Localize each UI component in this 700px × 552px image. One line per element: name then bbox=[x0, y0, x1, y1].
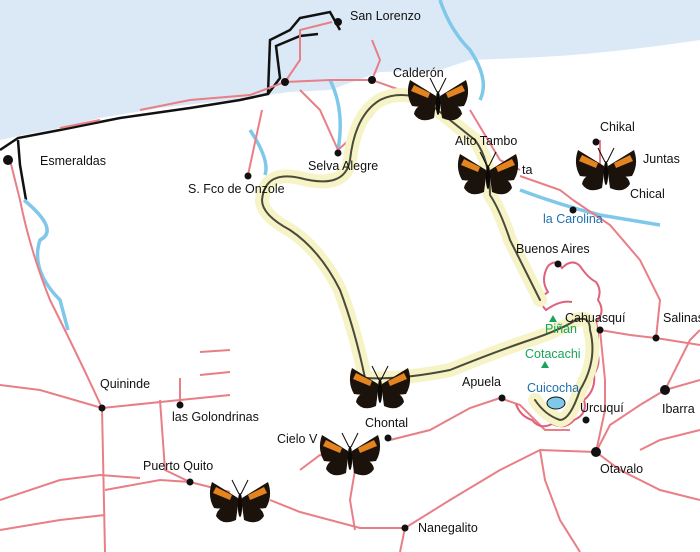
town-dot-icon bbox=[652, 334, 660, 342]
town-dot-icon bbox=[582, 416, 590, 424]
town-dot-icon bbox=[98, 404, 106, 412]
town-dot-icon bbox=[591, 447, 601, 457]
label-juntas: Juntas bbox=[643, 152, 680, 166]
rivers bbox=[22, 0, 661, 331]
label-buenos-aires: Buenos Aires bbox=[516, 242, 590, 256]
label-pinan: Piñán bbox=[545, 322, 577, 336]
label-ibarra: Ibarra bbox=[662, 402, 695, 416]
label-san-lorenzo: San Lorenzo bbox=[350, 9, 421, 23]
town-dot-icon bbox=[384, 434, 392, 442]
label-esmeraldas: Esmeraldas bbox=[40, 154, 106, 168]
label-s-fco-de-onzole: S. Fco de Onzole bbox=[188, 182, 285, 196]
butterfly-icon bbox=[319, 432, 381, 476]
towns bbox=[3, 18, 670, 532]
town-dot-icon bbox=[569, 206, 577, 214]
label-la-carolina: la Carolina bbox=[543, 212, 603, 226]
label-chontal: Chontal bbox=[365, 416, 408, 430]
town-dot-icon bbox=[3, 155, 13, 165]
town-dot-icon bbox=[334, 18, 342, 26]
peak-triangle-icon bbox=[549, 315, 557, 322]
town-dot-icon bbox=[498, 394, 506, 402]
route-halo bbox=[255, 88, 600, 427]
label-cuicocha: Cuicocha bbox=[527, 381, 579, 395]
town-dot-icon bbox=[176, 401, 184, 409]
butterfly-icon bbox=[209, 479, 271, 523]
label-chikal: Chikal bbox=[600, 120, 635, 134]
coastline bbox=[0, 10, 342, 201]
label-calderon: Calderón bbox=[393, 66, 444, 80]
butterfly-icon bbox=[575, 147, 637, 191]
label-chical: Chical bbox=[630, 187, 665, 201]
peak-triangle-icon bbox=[541, 361, 549, 368]
label-salinas: Salinas bbox=[663, 311, 700, 325]
label-urcuqui: Urcuquí bbox=[580, 401, 624, 415]
label-las-golondrinas: las Golondrinas bbox=[172, 410, 259, 424]
town-dot-icon bbox=[186, 478, 194, 486]
label-ta: ta bbox=[522, 163, 532, 177]
town-dot-icon bbox=[596, 326, 604, 334]
label-alto-tambo: Alto Tambo bbox=[455, 134, 517, 148]
town-dot-icon bbox=[592, 138, 600, 146]
label-otavalo: Otavalo bbox=[600, 462, 643, 476]
town-dot-icon bbox=[401, 524, 409, 532]
town-dot-icon bbox=[368, 76, 376, 84]
town-dot-icon bbox=[334, 149, 342, 157]
sea bbox=[0, 0, 700, 140]
label-cielo-verde: Cielo V bbox=[277, 432, 318, 446]
label-nanegalito: Nanegalito bbox=[418, 521, 478, 535]
label-puerto-quito: Puerto Quito bbox=[143, 459, 213, 473]
butterfly-icon bbox=[407, 77, 469, 121]
town-dot-icon bbox=[554, 260, 562, 268]
label-cotacachi: Cotacachi bbox=[525, 347, 581, 361]
town-dot-icon bbox=[244, 172, 252, 180]
town-dot-icon bbox=[660, 385, 670, 395]
label-cahuasqui: Cahuasquí bbox=[565, 311, 626, 325]
label-apuela: Apuela bbox=[462, 375, 501, 389]
lake-cuicocha bbox=[546, 396, 566, 410]
label-quininde: Quininde bbox=[100, 377, 150, 391]
label-selva-alegre: Selva Alegre bbox=[308, 159, 378, 173]
town-dot-icon bbox=[281, 78, 289, 86]
